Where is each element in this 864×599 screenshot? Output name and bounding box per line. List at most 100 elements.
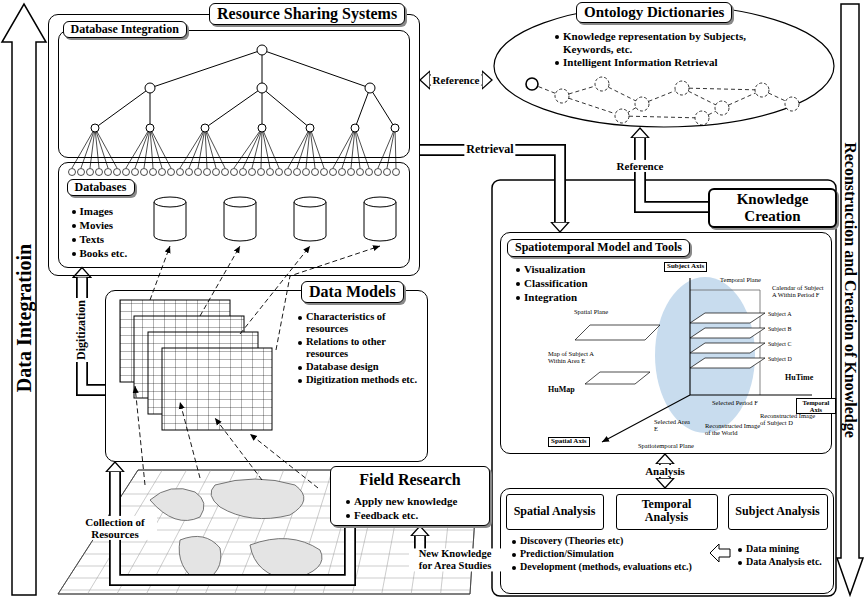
bullet-dot [738, 548, 742, 552]
arrow-label: Collection of Resources [73, 516, 157, 540]
block-arrow [640, 138, 708, 207]
box-title: Ontology Dictionaries [576, 2, 732, 23]
figure-label: Spatiotemporal Plane [638, 442, 694, 449]
arrow-label: Data Integratioin [13, 244, 35, 392]
hollow-arrow [710, 544, 730, 562]
bullet-text: Visualization [515, 263, 625, 276]
bullet-dot [516, 282, 520, 286]
bullet-dot [72, 252, 76, 256]
bullet-dot [346, 500, 350, 504]
bullet-dot [298, 379, 302, 383]
box-title: Data Models [301, 281, 404, 303]
bullet-text: Images [71, 205, 211, 218]
analysis-box: Discovery (Theories etc)Prediction/Simul… [500, 488, 834, 594]
bullet-text: Knowledge representation by Subjects, Ke… [554, 30, 789, 55]
integration-arrow [2, 4, 46, 595]
bullet-text: Data Analysis etc. [737, 556, 831, 568]
box-title: Database Integration [63, 21, 187, 39]
database-tree [69, 45, 400, 176]
ontology-cloud: Ontology DictionariesKnowledge represent… [492, 4, 836, 128]
arrow-outline [430, 74, 482, 86]
figure-label: Subject C [768, 341, 792, 348]
arrow-label: Retrieval [464, 143, 515, 156]
figure-label: Selected Area E [654, 418, 690, 432]
data-model-box: Data ModelsCharacteristics of resourcesR… [105, 290, 428, 462]
analysis-type-box: Temporal Analysis [616, 494, 718, 530]
figure-label: Reconstructed Image of the World [705, 422, 763, 436]
box-label: Spatial Analysis [507, 505, 603, 519]
bullet-text: Digitization methods etc. [297, 374, 425, 386]
figure-label: HuTime [785, 374, 813, 383]
arrow-label: Reference [431, 74, 482, 86]
analysis-type-box: Spatial Analysis [506, 494, 604, 530]
arrow-label: New Knowledge for Area Studies [409, 548, 501, 571]
figure-label: Selected Period F [712, 399, 758, 406]
arrow-outline [640, 138, 708, 207]
figure-label: Reconstructed Image of Subject D [760, 412, 816, 426]
bullet-dot [512, 540, 516, 544]
box-label: Temporal Analysis [617, 498, 717, 526]
figure-label: Map of Subject A Within Area E [548, 350, 594, 364]
bullet-text: Intelligent Information Retrieval [554, 56, 789, 69]
figure-label: Spatial Plane [574, 308, 608, 315]
bullet-text: Database design [297, 361, 425, 373]
integration-box: Database Integration [58, 30, 410, 158]
figure-label: Subject Axis [664, 262, 707, 272]
box-label: Subject Analysis [729, 505, 827, 519]
bullet-dot [72, 224, 76, 228]
box-title: Field Research [331, 471, 489, 489]
field-research-box: Field ResearchApply new knowledgeFeedbac… [330, 466, 490, 526]
box-title: Resource Sharing Systems [209, 3, 405, 25]
bullet-dot [512, 566, 516, 570]
figure-label: HuMap [548, 386, 575, 395]
bullet-dot [72, 210, 76, 214]
arrow-label: Analysis [643, 465, 687, 477]
data-model-sheets [120, 300, 272, 430]
bullet-dot [72, 238, 76, 242]
arrow-body [420, 150, 560, 222]
bullet-dot [298, 316, 302, 320]
arrow-label: Reference [615, 160, 666, 172]
arrow-outline [420, 150, 560, 222]
figure-label: Subject A [768, 311, 792, 318]
bullet-dot [298, 341, 302, 345]
box-title: Databases [67, 179, 135, 197]
right-panel [492, 180, 836, 596]
knowledge-box: Knowledge Creation [708, 188, 837, 228]
analysis-type-box: Subject Analysis [728, 494, 828, 530]
bullet-text: Movies [71, 219, 211, 232]
bullet-text: Data mining [737, 543, 831, 555]
box-label: Knowledge Creation [710, 191, 835, 226]
bullet-text: Development (methods, evaluations etc.) [511, 561, 706, 573]
knowledge-arrow [837, 4, 863, 595]
bullet-text: Discovery (Theories etc) [511, 535, 706, 547]
system-panel: Resource Sharing SystemsDatabase Integra… [48, 14, 420, 276]
bullet-text: Integration [515, 291, 625, 304]
bullet-text: Apply new knowledge [345, 495, 485, 508]
figure-label: Subject B [768, 326, 792, 333]
figure-label: Temporal Plane [720, 276, 761, 283]
bullet-dot [298, 366, 302, 370]
bullet-text: Books etc. [71, 247, 211, 260]
bullet-dot [512, 553, 516, 557]
bullet-text: Characteristics of resources [297, 311, 425, 335]
bullet-dot [346, 514, 350, 518]
bullet-text: Feedback etc. [345, 509, 485, 522]
bullet-text: Prediction/Simulation [511, 548, 706, 560]
bullet-dot [516, 268, 520, 272]
arrow-body [640, 138, 708, 207]
figure-label: Calendar of Subject A Within Period F [772, 284, 828, 298]
arrow-label: Digitization [75, 298, 88, 362]
database-box: DatabasesImagesMoviesTextsBooks etc. [58, 162, 410, 268]
database-cylinders [154, 197, 396, 241]
figure-label: Temporal Axis [796, 398, 836, 414]
figure-label: Subject D [768, 356, 792, 363]
arrow-label: Reconstruction and Creation of Knowledge [841, 142, 859, 438]
bullet-text: Texts [71, 233, 211, 246]
bullet-text: Classification [515, 277, 625, 290]
figure-label: Spatial Axis [548, 437, 590, 447]
box-title: Spatiotemporal Model and Tools [507, 239, 690, 257]
bullet-text: Relations to other resources [297, 336, 425, 360]
bullet-dot [516, 296, 520, 300]
bullet-dot [738, 561, 742, 565]
